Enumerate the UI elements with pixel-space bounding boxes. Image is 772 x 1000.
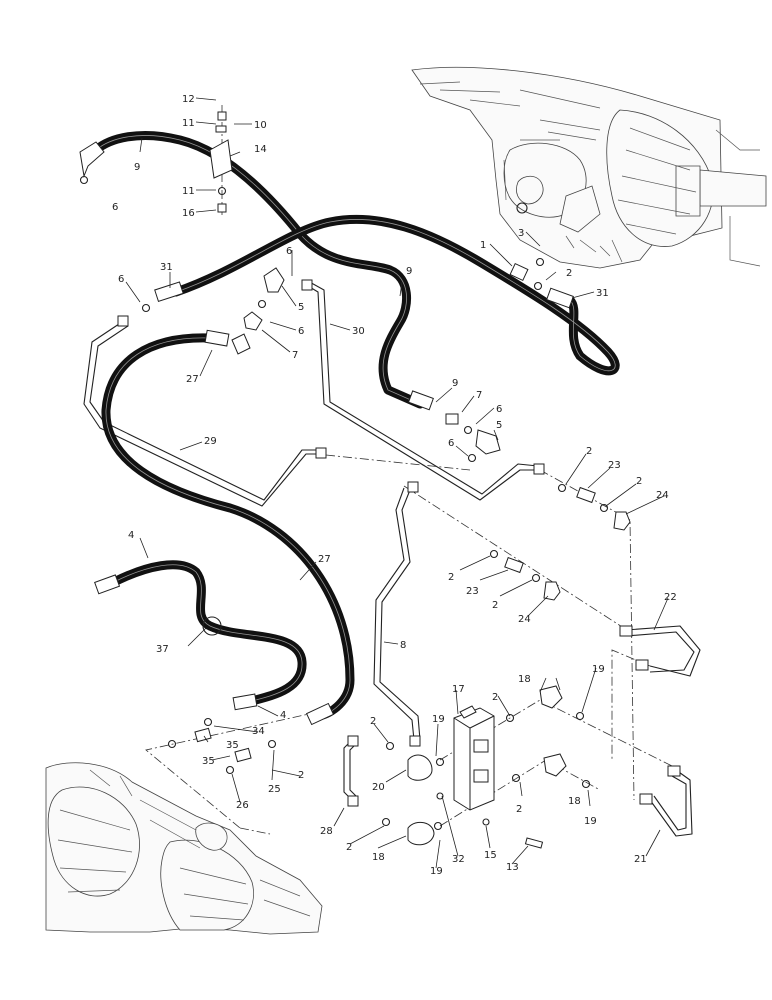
callout: 5 (298, 302, 304, 313)
callout: 31 (596, 288, 609, 299)
callout: 23 (466, 586, 479, 597)
callout: 3 (518, 228, 524, 239)
callout: 10 (254, 120, 267, 131)
callout: 6 (286, 246, 292, 257)
fittings (79, 111, 681, 849)
upper-axle-housing (411, 66, 767, 269)
valve-block (453, 705, 495, 811)
callout: 9 (406, 266, 412, 277)
callout: 4 (128, 530, 134, 541)
callout: 9 (452, 378, 458, 389)
callout: 24 (518, 614, 531, 625)
callout: 15 (484, 850, 497, 861)
callout: 19 (584, 816, 597, 827)
callout: 23 (608, 460, 621, 471)
callout: 2 (566, 268, 572, 279)
callout: 7 (476, 390, 482, 401)
lower-axle-housing (45, 762, 323, 935)
rigid-tubes (83, 279, 701, 837)
callout: 19 (592, 664, 605, 675)
callout: 2 (346, 842, 352, 853)
callout: 31 (160, 262, 173, 273)
callout: 5 (496, 420, 502, 431)
callout: 2 (492, 692, 498, 703)
callout: 18 (568, 796, 581, 807)
callout: 9 (134, 162, 140, 173)
leader-lines (125, 97, 669, 869)
callout: 2 (448, 572, 454, 583)
callout: 35 (226, 740, 239, 751)
callout: 2 (586, 446, 592, 457)
callout: 6 (118, 274, 124, 285)
callout: 12 (182, 94, 195, 105)
callout: 6 (112, 202, 118, 213)
callout: 7 (292, 350, 298, 361)
callout: 2 (370, 716, 376, 727)
callout: 37 (156, 644, 169, 655)
callout: 16 (182, 208, 195, 219)
callout: 2 (298, 770, 304, 781)
o-rings (79, 175, 609, 831)
callout: 11 (182, 118, 195, 129)
callout: 14 (254, 144, 267, 155)
callout: 13 (506, 862, 519, 873)
flexible-hoses (91, 130, 620, 721)
callout: 27 (186, 374, 199, 385)
callout: 6 (448, 438, 454, 449)
callout: 18 (372, 852, 385, 863)
callout: 2 (636, 476, 642, 487)
callout: 29 (204, 436, 217, 447)
callout: 6 (496, 404, 502, 415)
callout: 35 (202, 756, 215, 767)
callout: 26 (236, 800, 249, 811)
callout: 18 (518, 674, 531, 685)
callout: 20 (372, 782, 385, 793)
callout: 32 (452, 854, 465, 865)
callout: 11 (182, 186, 195, 197)
callout: 30 (352, 326, 365, 337)
callout: 2 (492, 600, 498, 611)
callout: 8 (400, 640, 406, 651)
callout: 17 (452, 684, 465, 695)
callout: 25 (268, 784, 281, 795)
callout: 21 (634, 854, 647, 865)
callout: 24 (656, 490, 669, 501)
callout: 2 (516, 804, 522, 815)
callout: 34 (252, 726, 265, 737)
callout: 28 (320, 826, 333, 837)
callout: 27 (318, 554, 331, 565)
callout: 19 (432, 714, 445, 725)
callout: 6 (298, 326, 304, 337)
callout: 1 (480, 240, 486, 251)
callout-labels: 12 11 10 14 9 6 11 16 3 1 2 31 6 31 6 5 … (112, 94, 677, 877)
callout: 4 (280, 710, 286, 721)
callout: 19 (430, 866, 443, 877)
callout: 22 (664, 592, 677, 603)
